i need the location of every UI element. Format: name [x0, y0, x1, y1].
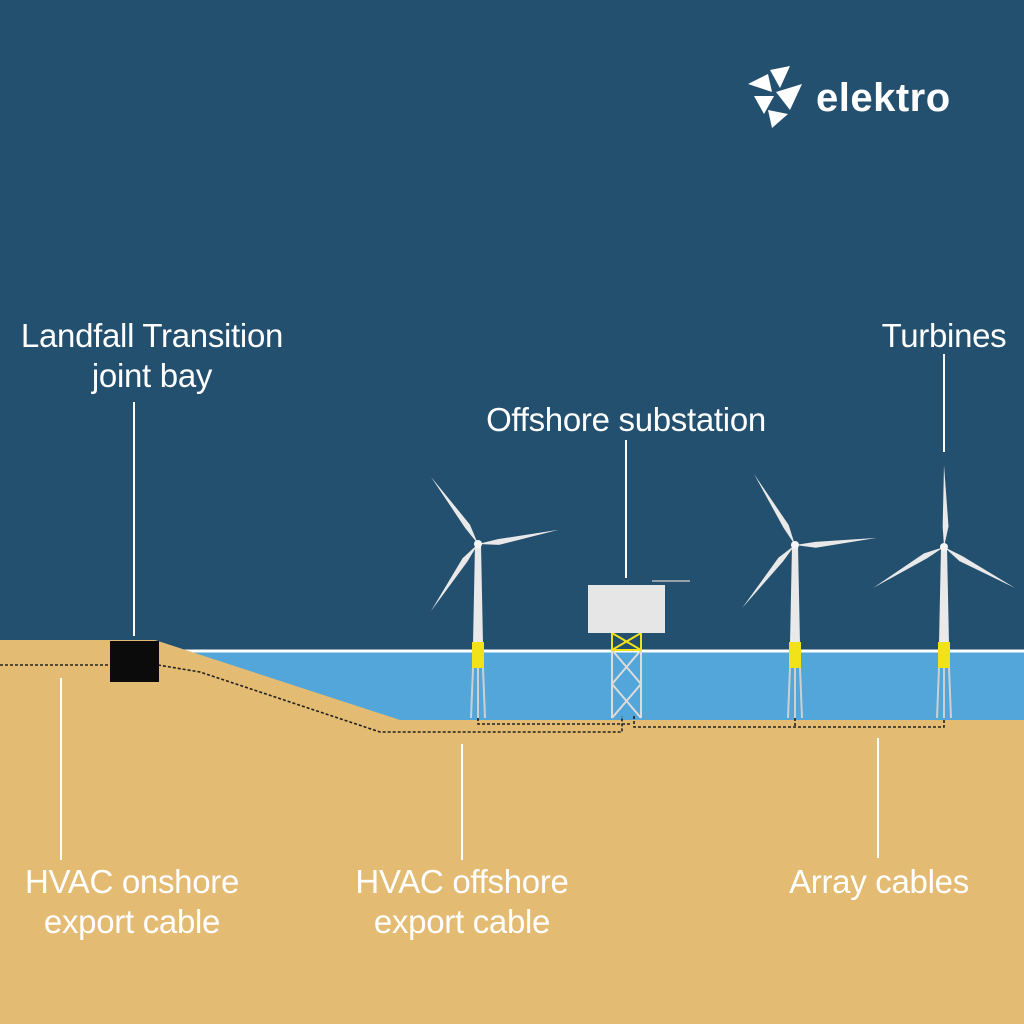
label-line: Offshore substation — [486, 401, 766, 438]
turbine-1 — [430, 476, 559, 719]
turbine-blade — [872, 547, 944, 588]
turbine-hub — [940, 543, 948, 551]
turbine-hub — [791, 541, 799, 549]
label-turbines: Turbines — [864, 316, 1024, 356]
label-offshore-substation: Offshore substation — [446, 400, 806, 440]
substation-jacket-top — [611, 632, 642, 651]
turbine-foundation-leg — [936, 667, 940, 719]
turbine-2 — [742, 473, 877, 719]
label-landfall-transition-joint-bay: Landfall Transition joint bay — [2, 316, 302, 396]
offshore-substation — [588, 580, 690, 719]
turbine-foundation-leg — [799, 667, 803, 719]
turbine-blade — [942, 465, 949, 547]
joint-bay — [110, 641, 159, 682]
substation-topside — [588, 585, 665, 633]
brand: elektro — [746, 66, 951, 130]
turbine-blade — [795, 537, 877, 548]
label-line: export cable — [373, 903, 551, 940]
turbine-3 — [872, 465, 1016, 719]
turbine-blade — [478, 529, 559, 545]
brand-name: elektro — [816, 75, 951, 120]
elektro-logo-icon — [748, 66, 802, 128]
label-array-cables: Array cables — [764, 862, 994, 902]
turbine-blade — [430, 476, 478, 544]
label-line: export cable — [43, 903, 221, 940]
turbine-blade — [944, 547, 1016, 588]
turbines — [430, 465, 1016, 719]
turbine-foundation-leg — [787, 667, 791, 719]
label-line: HVAC onshore — [24, 863, 240, 900]
turbine-blade — [754, 473, 795, 545]
label-line: Array cables — [789, 863, 969, 900]
turbine-transition-piece — [789, 642, 801, 668]
label-line: joint bay — [91, 357, 213, 394]
leader-lines — [60, 354, 945, 860]
turbine-tower — [939, 547, 949, 644]
turbine-transition-piece — [472, 642, 484, 668]
turbine-foundation-leg — [482, 667, 486, 719]
array-cable-1 — [477, 668, 630, 725]
turbine-blade — [430, 544, 478, 612]
label-hvac-offshore-export-cable: HVAC offshore export cable — [332, 862, 592, 942]
label-line: Turbines — [881, 317, 1007, 354]
label-line: HVAC offshore — [355, 863, 569, 900]
label-hvac-onshore-export-cable: HVAC onshore export cable — [2, 862, 262, 942]
offshore-export-cable — [157, 664, 623, 733]
turbine-tower — [473, 544, 483, 644]
turbine-blade — [742, 545, 795, 608]
turbine-foundation-leg — [948, 667, 952, 719]
label-line: Landfall Transition — [20, 317, 284, 354]
turbine-transition-piece — [938, 642, 950, 668]
turbine-tower — [790, 545, 800, 644]
turbine-foundation-leg — [470, 667, 474, 719]
seabed-land — [0, 640, 1024, 1024]
turbine-hub — [474, 540, 482, 548]
